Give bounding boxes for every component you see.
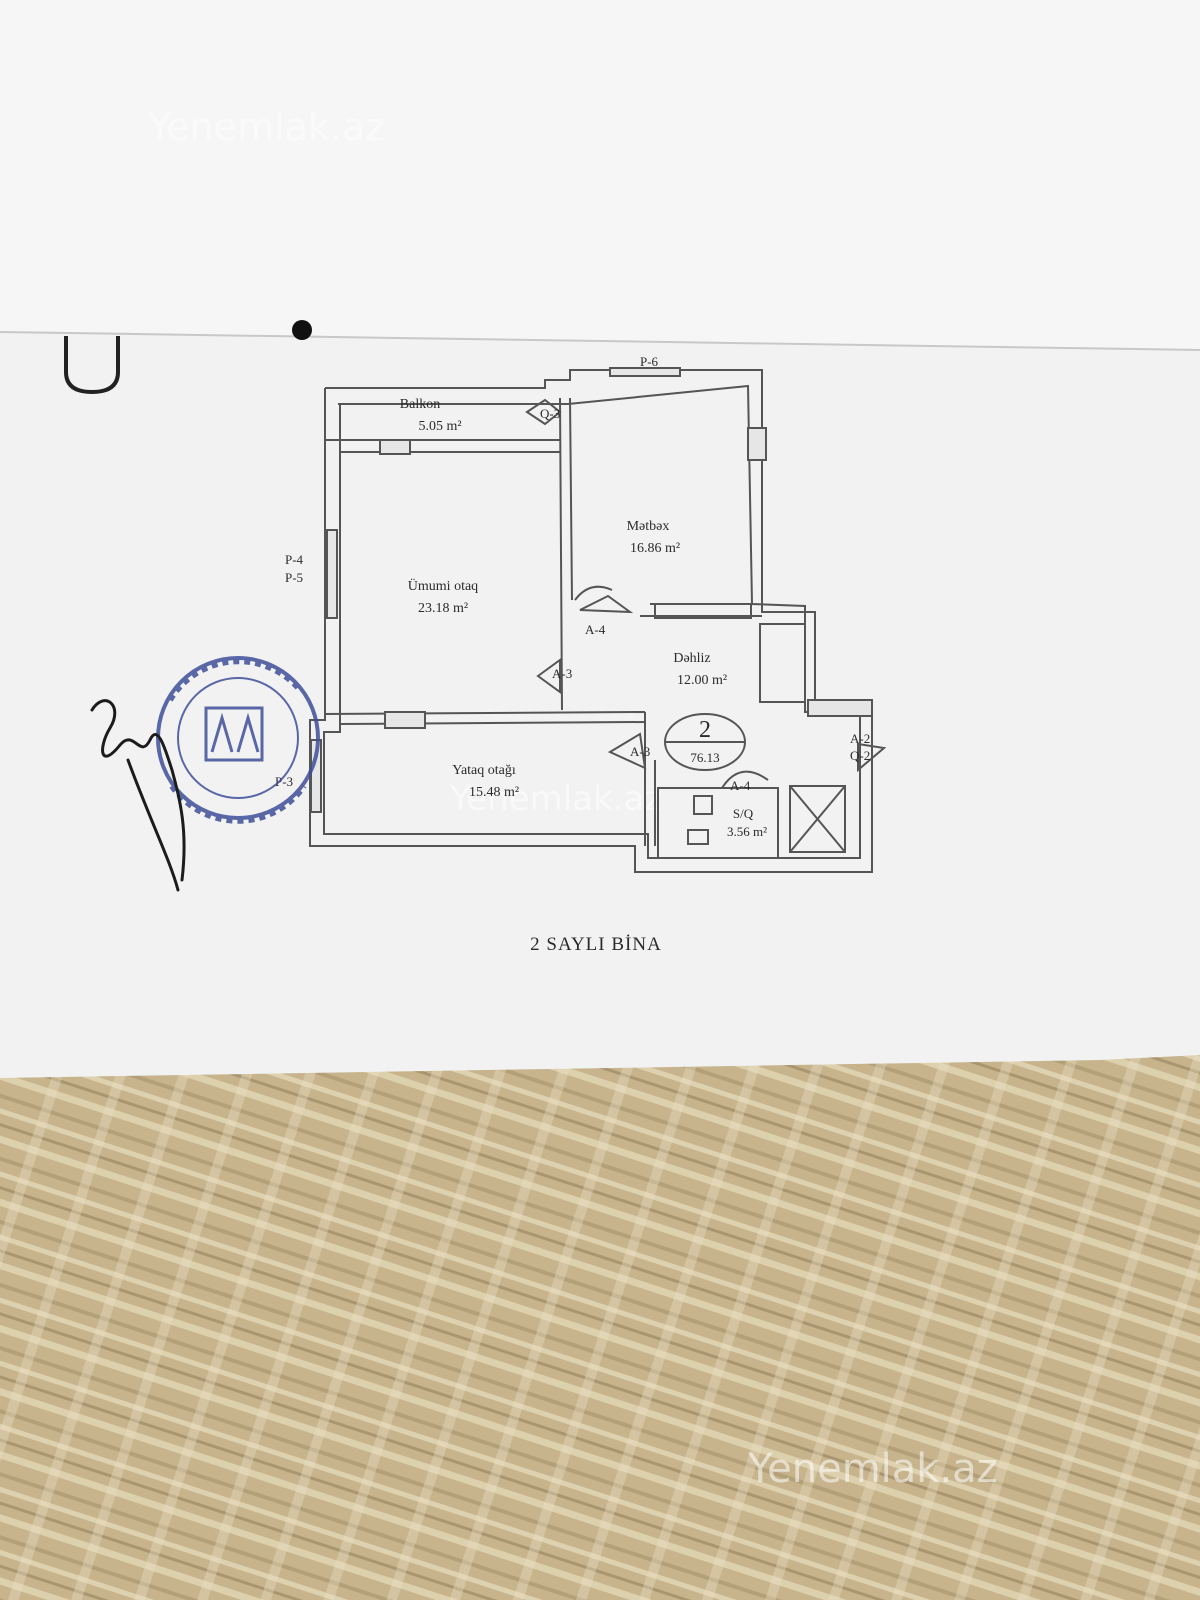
- door-marker-a2: [857, 742, 887, 773]
- tag-p3: P-3: [275, 774, 293, 789]
- watermark-bottom: Yenemlak.az: [747, 1446, 998, 1492]
- shower-cross-2: [789, 785, 846, 853]
- room-name-bedroom: Yataq otağı: [452, 763, 516, 778]
- window-left-living: [326, 529, 338, 619]
- room-name-kitchen: Mətbəx: [627, 519, 670, 534]
- tag-a4-top: A-4: [585, 622, 606, 637]
- window-right-wall: [747, 427, 767, 461]
- room-name-balcony: Balkon: [400, 397, 440, 412]
- tag-q3: Q-3: [540, 406, 560, 421]
- kitchen-living-wall-inner: [569, 397, 573, 601]
- window-bedroom-top: [384, 711, 426, 729]
- binder-hole: [292, 320, 312, 340]
- room-labels: Balkon 5.05 m² Mətbəx 16.86 m² Ümumi ota…: [400, 397, 767, 839]
- tag-p6: P-6: [640, 354, 659, 369]
- room-area-bathroom: 3.56 m²: [727, 824, 767, 839]
- room-area-kitchen: 16.86 m²: [630, 541, 680, 556]
- room-area-balcony: 5.05 m²: [418, 419, 461, 434]
- watermark-center: Yenemlak.az: [449, 779, 662, 819]
- tag-a3-bed: A-3: [630, 744, 650, 759]
- paper-clip-icon: [64, 336, 120, 395]
- shower-box: [789, 785, 846, 853]
- door-marker-a3-bed: [607, 732, 647, 770]
- hall-right-step: [807, 699, 873, 717]
- floor-plan: [309, 367, 887, 873]
- sink-icon: [693, 795, 713, 815]
- watermark-top: Yenemlak.az: [147, 105, 385, 149]
- kitchen-living-wall: [559, 397, 563, 711]
- room-name-hallway: Dəhliz: [673, 651, 710, 666]
- tag-p4: P-4: [285, 552, 304, 567]
- apartment-area: 76.13: [690, 750, 719, 765]
- room-name-living: Ümumi otaq: [408, 577, 478, 594]
- room-name-bathroom: S/Q: [733, 806, 754, 821]
- door-marker-a4: [579, 594, 634, 614]
- tag-p5: P-5: [285, 570, 303, 585]
- tag-a4-bath: A-4: [730, 778, 751, 793]
- window-top-kitchen: [609, 367, 681, 377]
- tag-q2: Q-2: [850, 748, 870, 763]
- bathroom-box: [657, 787, 779, 859]
- opening-tags: P-6 Q-3 P-4 P-5 A-4 A-3 A-3 A-2 Q-2 A-4 …: [275, 354, 870, 793]
- paper-top-sheet: [0, 0, 1200, 350]
- door-swing-bath: [721, 770, 769, 789]
- tag-a2: A-2: [850, 731, 870, 746]
- door-marker-q3: [525, 398, 562, 426]
- tag-a3-left: A-3: [552, 666, 572, 681]
- building-caption: 2 SAYLI BİNA: [530, 934, 662, 955]
- living-bedroom-wall: [324, 711, 646, 715]
- room-area-hallway: 12.00 m²: [677, 673, 727, 688]
- room-area-bedroom: 15.48 m²: [469, 785, 519, 800]
- window-top-living: [379, 439, 411, 455]
- signature: [90, 699, 186, 892]
- kitchen-counter: [654, 603, 752, 619]
- door-swing-hall: [574, 585, 613, 601]
- room-area-living: 23.18 m²: [418, 601, 468, 616]
- toilet-icon: [687, 829, 709, 845]
- apartment-number: 2: [699, 717, 711, 743]
- paper-fold-line: [0, 331, 1200, 351]
- door-marker-a3-left: [536, 658, 561, 694]
- paper-main-sheet: [0, 332, 1200, 1078]
